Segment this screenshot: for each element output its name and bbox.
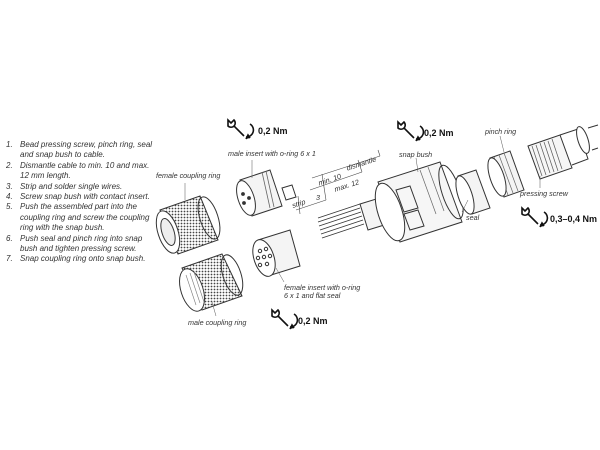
step-item: 2. Dismantle cable to min. 10 and max. 12… [6, 161, 156, 182]
label-pinch-ring: pinch ring [485, 127, 517, 136]
label-female-coupling-ring: female coupling ring [156, 171, 221, 180]
male-coupling-ring-part [179, 253, 244, 312]
torque-right: 0,3–0,4 Nm [550, 214, 598, 224]
torque-bottom: 0,2 Nm [298, 316, 328, 326]
step-number: 6. [6, 233, 13, 243]
wrench-icon-top-left [227, 118, 255, 140]
pinch-ring-part [487, 150, 525, 198]
assembly-steps: 1. Bead pressing screw, pinch ring, seal … [6, 140, 156, 265]
label-snap-bush: snap bush [399, 150, 433, 159]
snap-bush-part [374, 161, 464, 243]
step-item: 7. Snap coupling ring onto snap bush. [6, 254, 156, 264]
step-number: 1. [6, 140, 13, 149]
step-item: 3. Strip and solder single wires. [6, 182, 156, 192]
step-text: Strip and solder single wires. [20, 181, 123, 191]
step-number: 7. [6, 254, 13, 264]
leader-lines [184, 135, 541, 317]
torque-top-left: 0,2 Nm [258, 126, 288, 136]
step-number: 5. [6, 202, 13, 212]
step-text: Bead pressing screw, pinch ring, seal an… [20, 140, 153, 160]
male-insert-part [236, 169, 297, 217]
female-coupling-ring-part [155, 195, 221, 255]
seal-part [455, 169, 491, 215]
step-text: Screw snap bush with contact insert. [20, 192, 150, 202]
wrench-icon-bottom [271, 308, 299, 330]
label-seal: seal [466, 213, 480, 222]
step-item: 4. Screw snap bush with contact insert. [6, 192, 156, 202]
step-number: 4. [6, 192, 13, 202]
wrench-icon-top-right [397, 120, 425, 142]
female-insert-part [252, 229, 301, 277]
torque-top-right: 0,2 Nm [424, 128, 454, 138]
step-text: Dismantle cable to min. 10 and max. 12 m… [20, 160, 150, 181]
label-pressing-screw: pressing screw [520, 189, 568, 198]
label-female-insert: female insert with o-ring 6 x 1 and flat… [284, 283, 361, 300]
step-item: 5. Push the assembled part into the coupl… [6, 202, 156, 233]
label-dim-3: 3 [316, 193, 320, 202]
step-item: 1. Bead pressing screw, pinch ring, seal … [6, 140, 156, 161]
step-item: 6. Push seal and pinch ring into snap bus… [6, 234, 156, 255]
step-number: 3. [6, 181, 13, 191]
step-text: Snap coupling ring onto snap bush. [20, 254, 146, 264]
label-male-coupling-ring: male coupling ring [188, 318, 247, 327]
label-male-insert: male insert with o-ring 6 x 1 [228, 149, 316, 158]
pressing-screw-part [527, 124, 599, 180]
wrench-icon-right [521, 206, 549, 228]
dimension-lines [295, 149, 381, 215]
step-text: Push the assembled part into the couplin… [20, 202, 150, 233]
step-text: Push seal and pinch ring into snap bush … [20, 233, 143, 254]
step-number: 2. [6, 160, 13, 170]
